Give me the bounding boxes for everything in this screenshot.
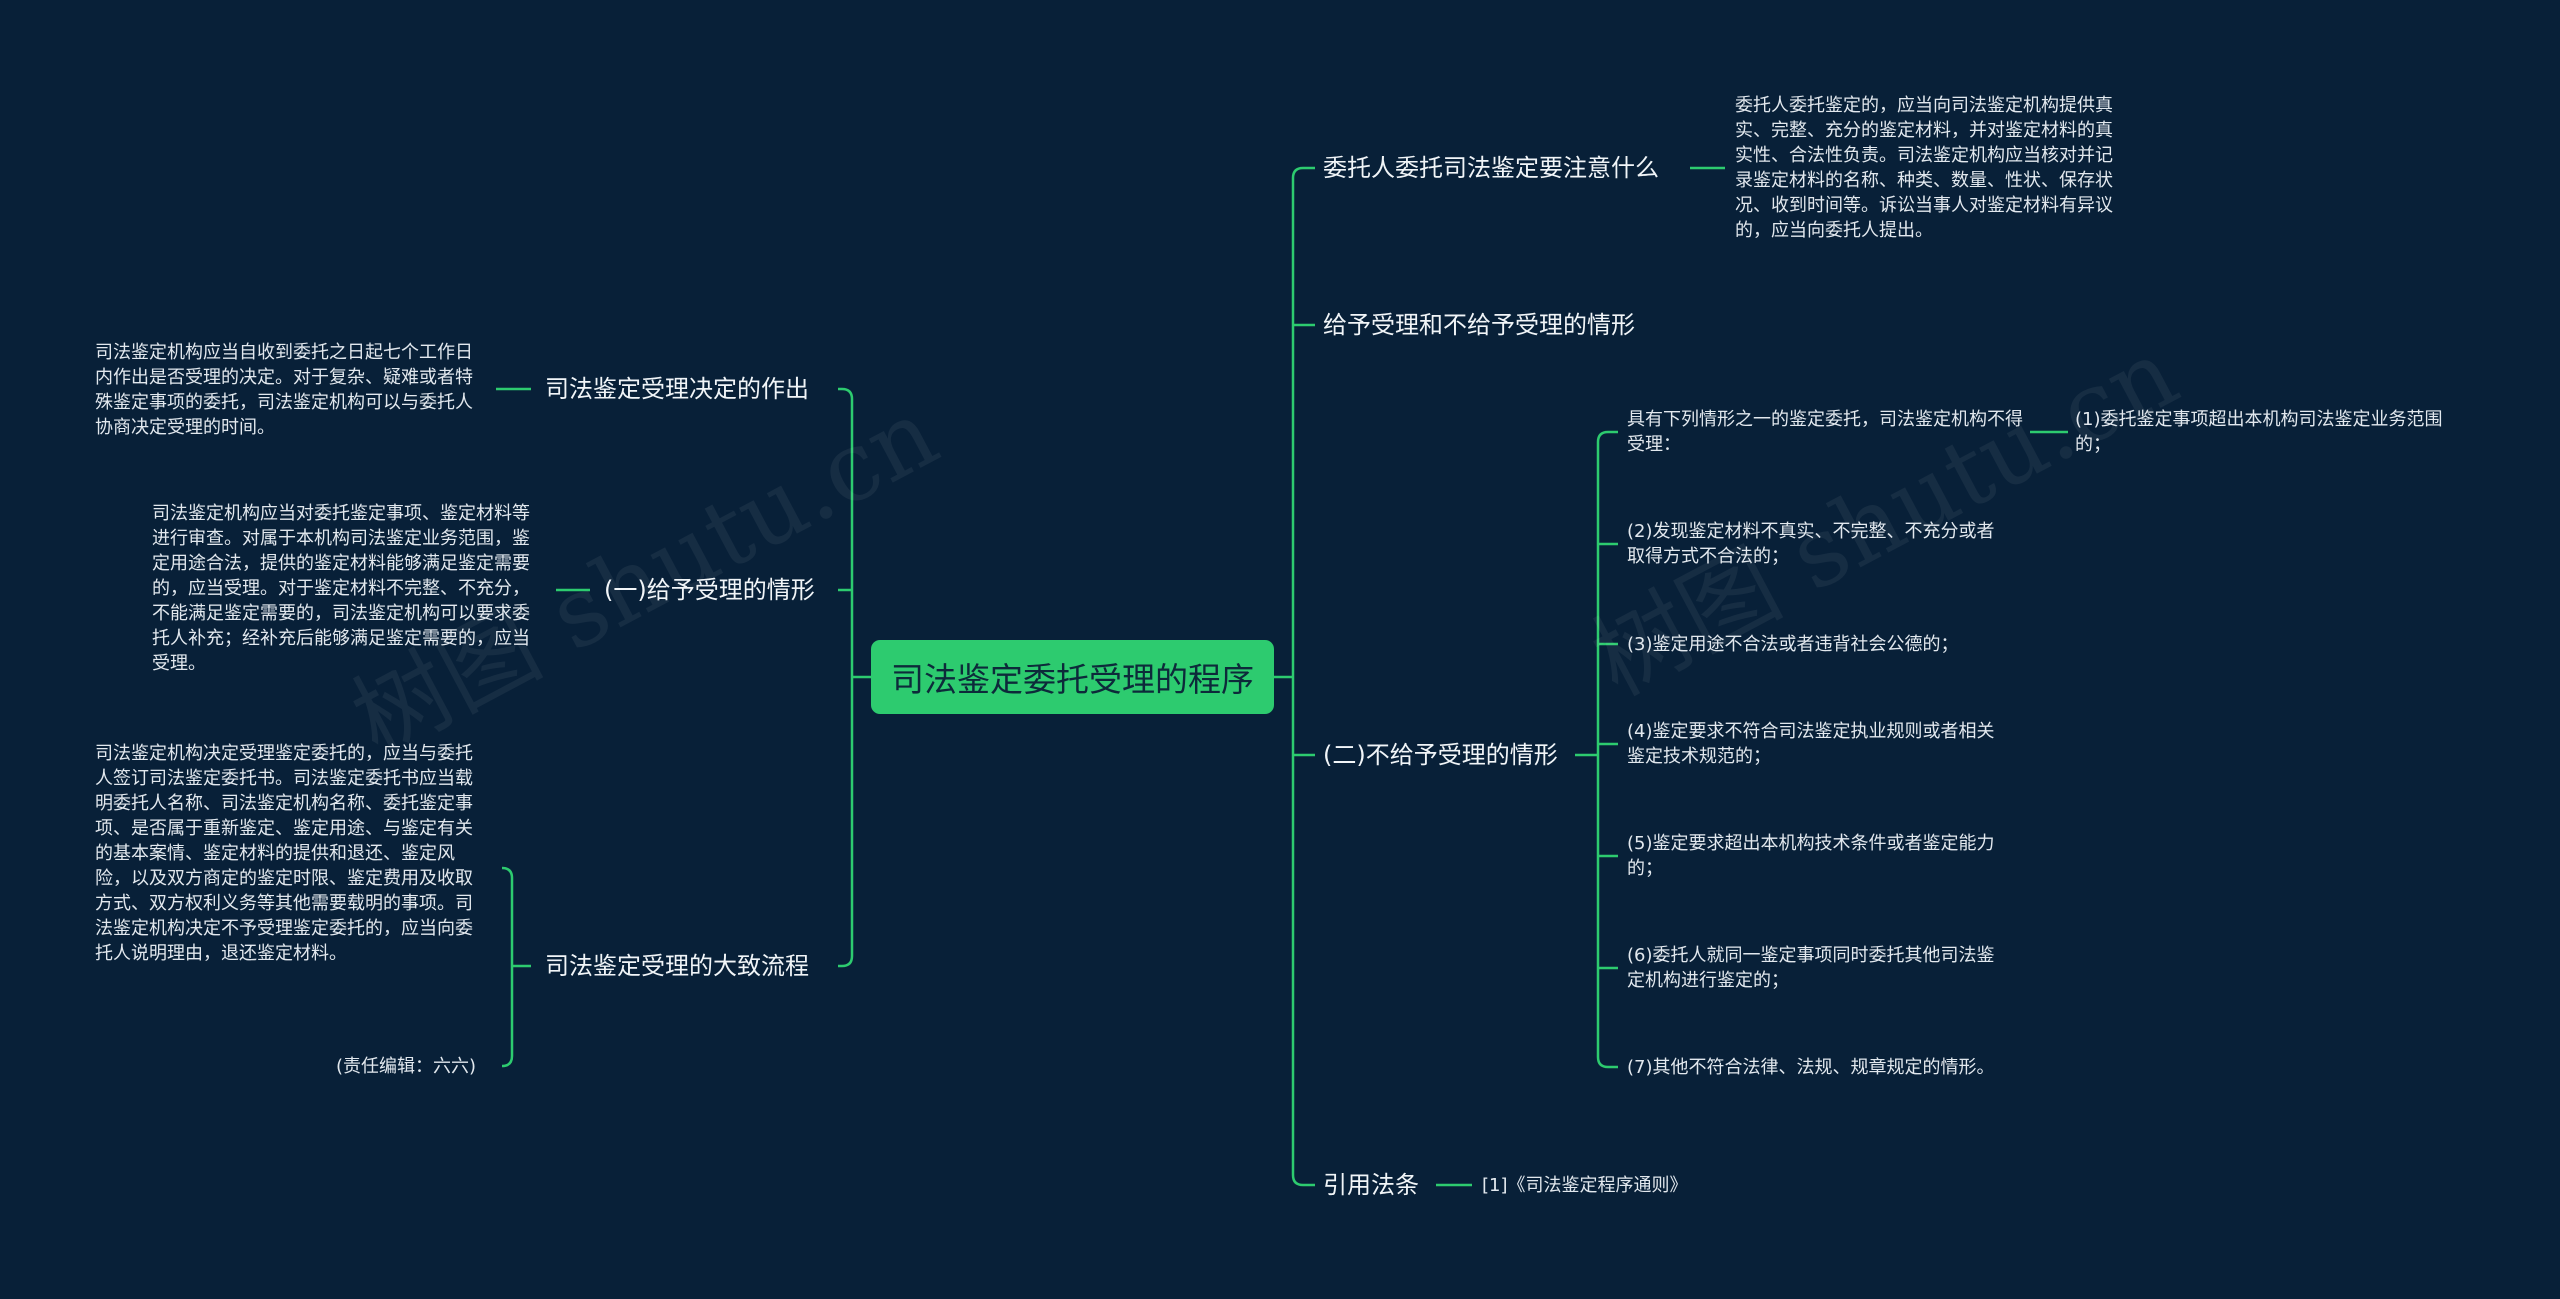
b3-trunk-stem-0 bbox=[501, 866, 514, 879]
reject-intro: 具有下列情形之一的鉴定委托，司法鉴定机构不得受理： bbox=[1627, 409, 2023, 455]
branch-accept-cases[interactable]: (一)给予受理的情形 bbox=[604, 576, 815, 604]
reject-item-1: (1)委托鉴定事项超出本机构司法鉴定业务范围的； bbox=[2075, 409, 2443, 455]
b3-trunk-stem-1 bbox=[501, 1055, 514, 1068]
general-process-text: 司法鉴定机构决定受理鉴定委托的，应当与委托人签订司法鉴定委托书。司法鉴定委托书应… bbox=[95, 743, 473, 964]
branch-general-process[interactable]: 司法鉴定受理的大致流程 bbox=[545, 952, 809, 980]
reject-item-7: (7)其他不符合法律、法规、规章规定的情形。 bbox=[1627, 1057, 1995, 1078]
branch-reject-cases[interactable]: (二)不给予受理的情形 bbox=[1323, 741, 1558, 769]
reject-item-3: (3)鉴定用途不合法或者违背社会公德的； bbox=[1627, 634, 1959, 655]
branch-client-notes[interactable]: 委托人委托司法鉴定要注意什么 bbox=[1323, 154, 1659, 182]
editor-note: (责任编辑：六六) bbox=[336, 1056, 477, 1077]
left-trunk-stem-2 bbox=[838, 955, 854, 968]
branch-legal-reference[interactable]: 引用法条 bbox=[1323, 1171, 1419, 1199]
reject-item-2: (2)发现鉴定材料不真实、不完整、不充分或者取得方式不合法的； bbox=[1627, 521, 1995, 567]
reject-item-5: (5)鉴定要求超出本机构技术条件或者鉴定能力的； bbox=[1627, 833, 1995, 879]
accept-cases-text: 司法鉴定机构应当对委托鉴定事项、鉴定材料等进行审查。对属于本机构司法鉴定业务范围… bbox=[152, 503, 530, 674]
reject-item-6: (6)委托人就同一鉴定事项同时委托其他司法鉴定机构进行鉴定的； bbox=[1627, 945, 1995, 991]
right-trunk-stem-0 bbox=[1291, 166, 1315, 179]
r3-trunk-stem-6 bbox=[1596, 1056, 1618, 1069]
reject-item-4: (4)鉴定要求不符合司法鉴定执业规则或者相关鉴定技术规范的； bbox=[1627, 721, 1995, 767]
r3-trunk-stem-0 bbox=[1596, 430, 1618, 443]
client-notes-text: 委托人委托鉴定的，应当向司法鉴定机构提供真实、完整、充分的鉴定材料，并对鉴定材料… bbox=[1735, 95, 2113, 241]
branch-accept-and-reject[interactable]: 给予受理和不给予受理的情形 bbox=[1323, 311, 1635, 339]
legal-reference-item: [1]《司法鉴定程序通则》 bbox=[1482, 1175, 1688, 1196]
right-trunk-stem-3 bbox=[1291, 1174, 1315, 1187]
acceptance-decision-text: 司法鉴定机构应当自收到委托之日起七个工作日内作出是否受理的决定。对于复杂、疑难或… bbox=[95, 342, 473, 438]
branch-acceptance-decision[interactable]: 司法鉴定受理决定的作出 bbox=[545, 375, 809, 403]
left-trunk-stem-0 bbox=[838, 387, 854, 400]
root-topic[interactable]: 司法鉴定委托受理的程序 bbox=[871, 640, 1274, 714]
